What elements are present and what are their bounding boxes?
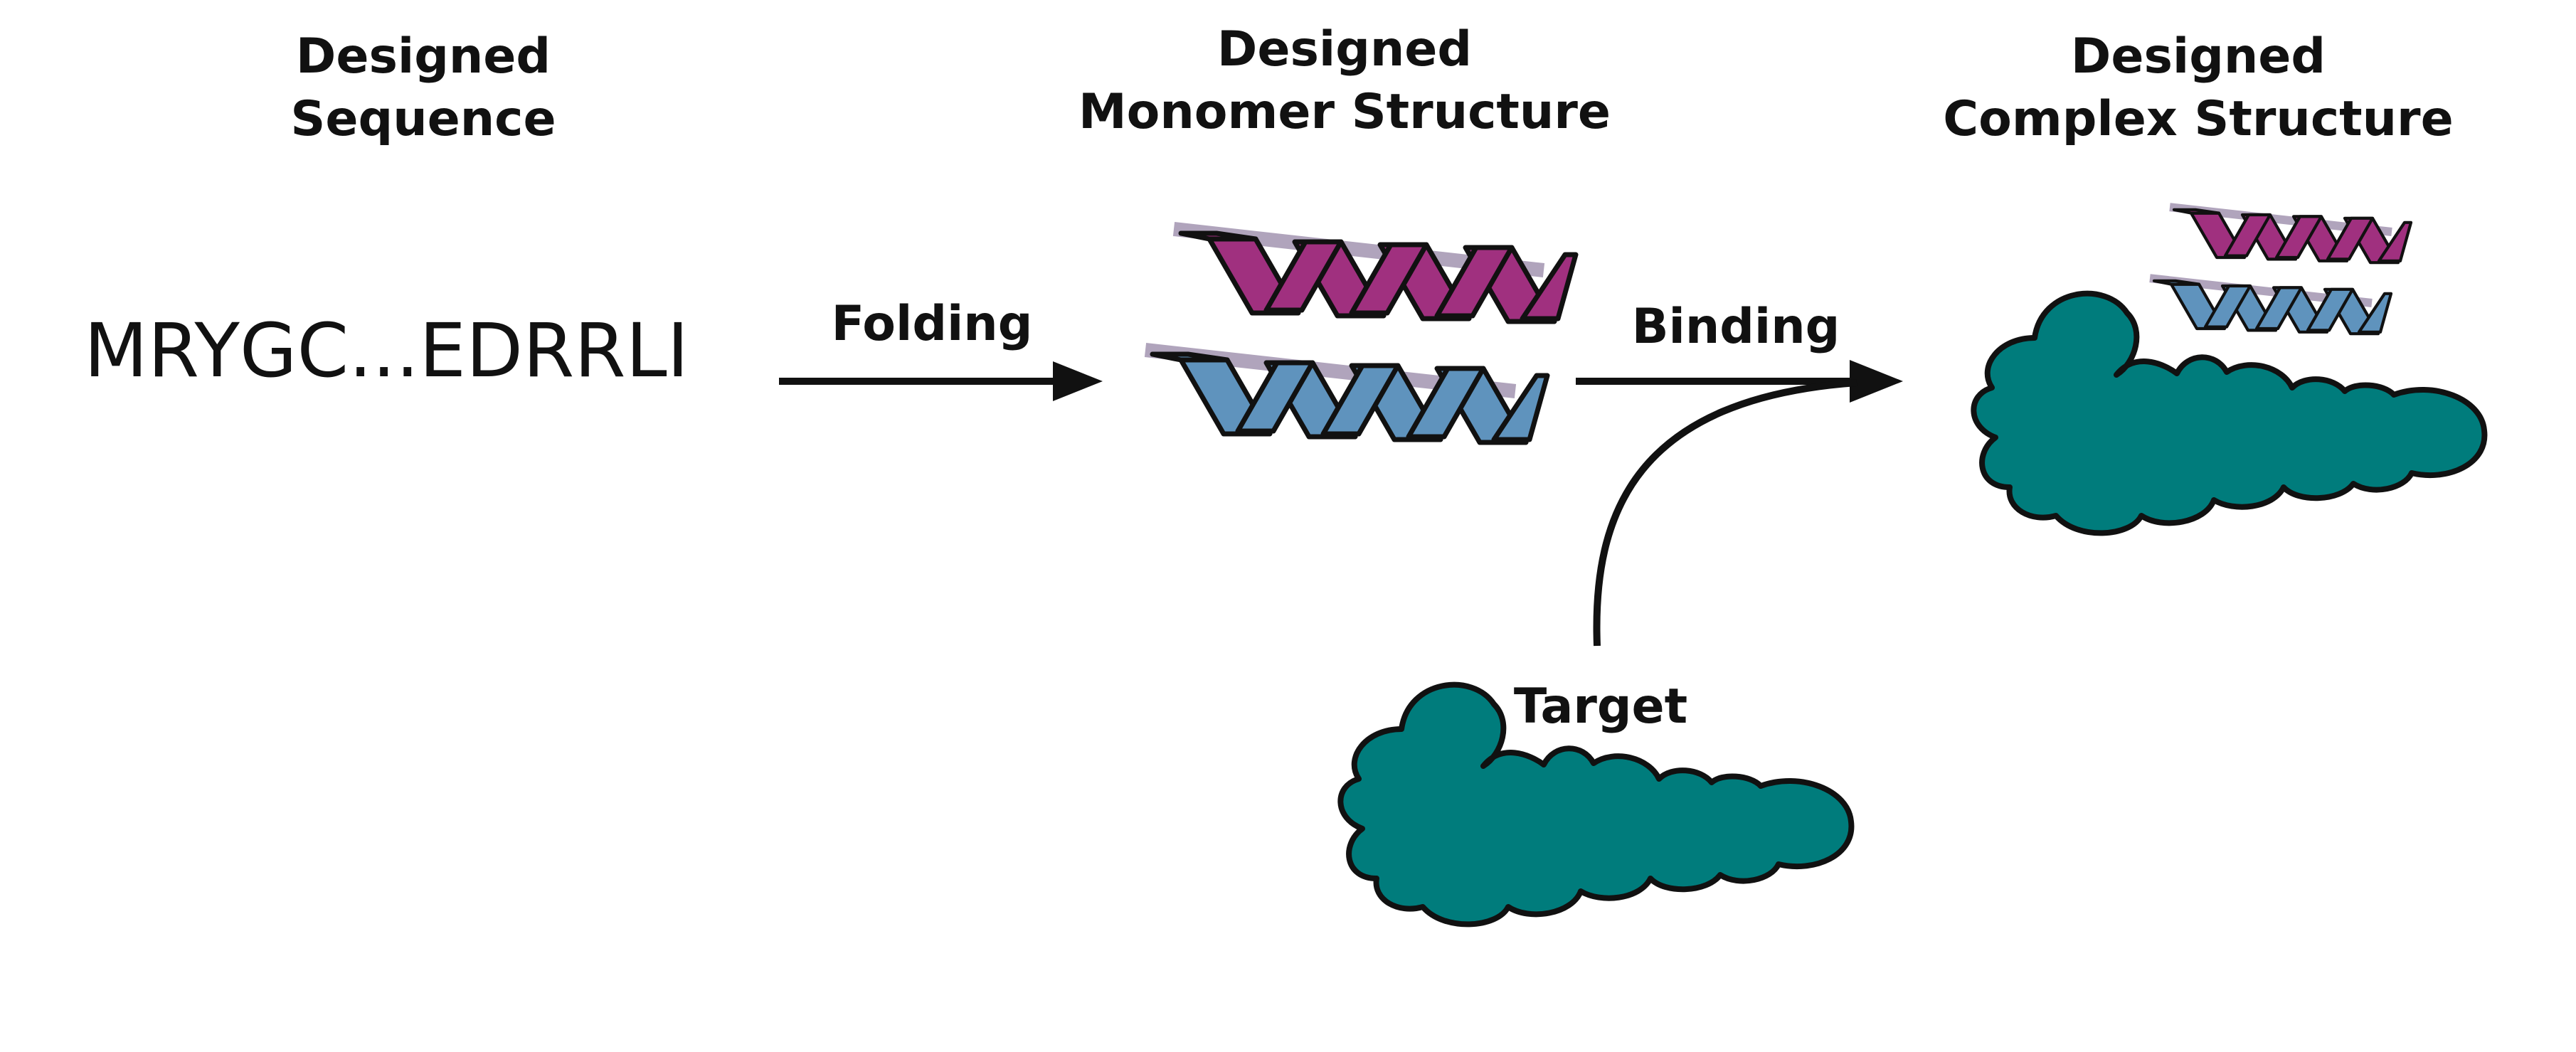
binding-label: Binding bbox=[1631, 299, 1840, 355]
designed-sequence-heading: Designed Sequence bbox=[270, 26, 576, 151]
folding-arrow bbox=[779, 361, 1103, 401]
heading-line: Designed bbox=[1217, 21, 1473, 78]
folding-label: Folding bbox=[831, 296, 1033, 352]
heading-line: Designed bbox=[295, 28, 551, 85]
complex-helix-bottom bbox=[2150, 278, 2391, 334]
helix-top bbox=[1174, 229, 1576, 322]
heading-line: Monomer Structure bbox=[1078, 84, 1611, 140]
complex-structure bbox=[1973, 207, 2484, 533]
heading-line: Complex Structure bbox=[1943, 91, 2454, 147]
designed-monomer-heading: Designed Monomer Structure bbox=[1053, 18, 1636, 144]
heading-line: Sequence bbox=[290, 91, 556, 147]
target-curve-arrow bbox=[1593, 379, 1857, 647]
helix-bottom bbox=[1145, 350, 1547, 442]
designed-complex-heading: Designed Complex Structure bbox=[1921, 26, 2476, 151]
heading-line: Designed bbox=[2070, 28, 2326, 85]
complex-target-protein bbox=[1973, 294, 2484, 533]
monomer-structure bbox=[1145, 229, 1576, 442]
target-protein bbox=[1340, 685, 1851, 925]
complex-helix-top bbox=[2170, 207, 2411, 262]
sequence-text: MRYGC...EDRRLI bbox=[84, 307, 689, 394]
binding-arrow bbox=[1576, 360, 1903, 403]
target-label: Target bbox=[1513, 679, 1688, 735]
